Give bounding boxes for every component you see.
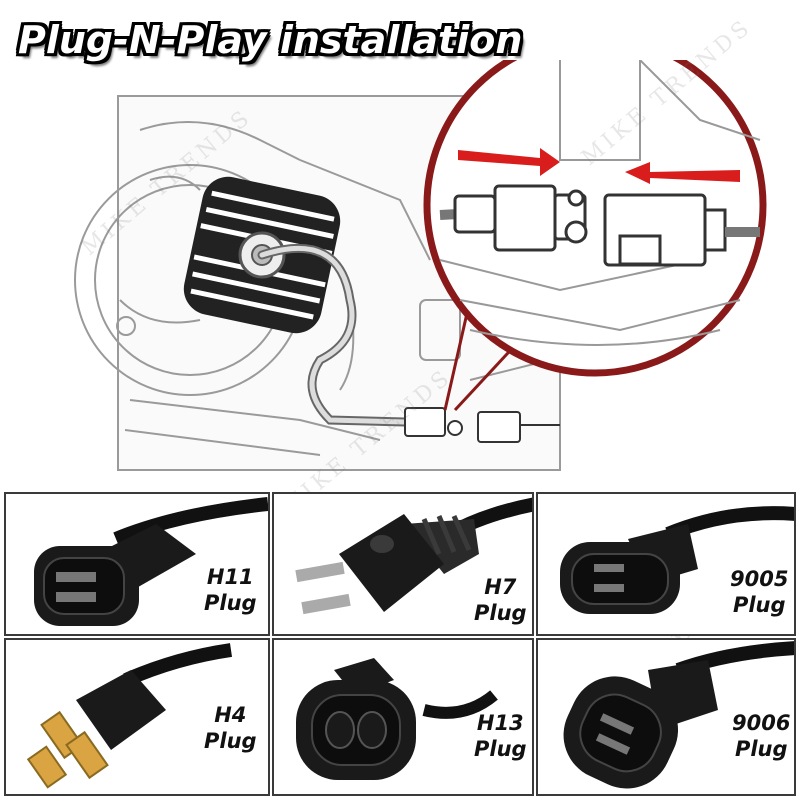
plug-type-label: Plug <box>204 729 257 753</box>
plug-name: H7 <box>484 575 517 599</box>
plug-name: H13 <box>476 711 524 735</box>
plug-type-label: Plug <box>734 737 788 761</box>
plug-type-label: Plug <box>474 601 527 625</box>
h11-plug-icon <box>34 497 268 626</box>
h13-plug-icon <box>296 658 498 780</box>
plug-name: H11 <box>206 565 254 589</box>
h7-plug-icon <box>295 497 532 615</box>
small-connector-pair <box>404 407 560 443</box>
page-title: Plug-N-Play installation <box>18 18 523 62</box>
9006-plug-icon <box>563 641 794 789</box>
plug-card-9005: 9005 Plug <box>536 492 796 636</box>
plug-card-h11: H11 Plug <box>4 492 270 636</box>
h4-plug-icon <box>26 643 233 789</box>
plug-card-h4: H4 Plug <box>4 638 270 796</box>
plug-name: H4 <box>214 703 247 727</box>
connect-arrows-icon <box>458 148 740 184</box>
plug-name: 9006 <box>732 711 791 735</box>
plug-type-label: Plug <box>732 593 786 617</box>
plug-type-label: Plug <box>474 737 527 761</box>
plug-card-h7: H7 Plug <box>272 492 534 636</box>
plug-type-label: Plug <box>204 591 257 615</box>
9005-plug-icon <box>560 506 794 614</box>
plug-card-h13: H13 Plug <box>272 638 534 796</box>
plug-types-grid: H11 Plug H7 Plug 9005 <box>0 492 800 800</box>
zoom-detail-circle <box>423 60 767 377</box>
plug-card-9006: 9006 Plug <box>536 638 796 796</box>
installation-diagram <box>74 60 767 471</box>
plug-name: 9005 <box>730 567 789 591</box>
